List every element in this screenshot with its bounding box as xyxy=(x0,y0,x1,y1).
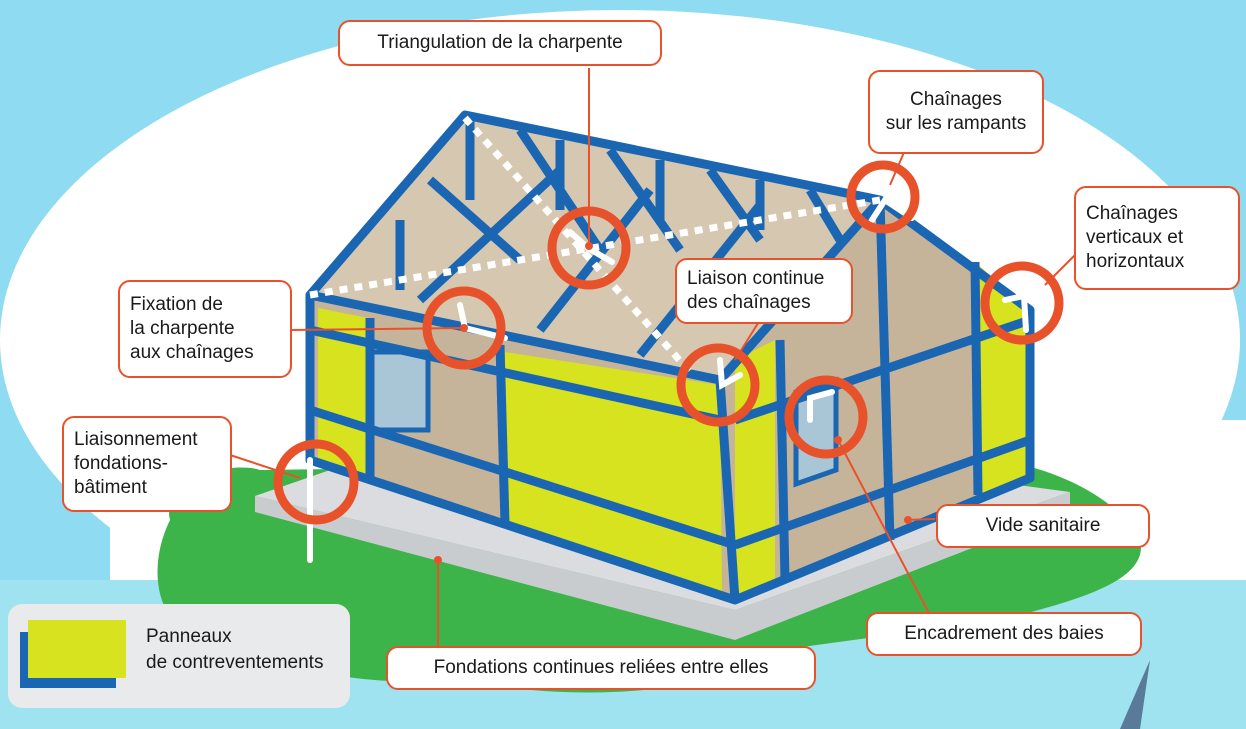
callout-rampants-text: Chaînages sur les rampants xyxy=(885,89,1027,134)
callout-encadrement: Encadrement des baies xyxy=(866,612,1142,656)
window xyxy=(369,349,431,433)
blue-frame xyxy=(305,110,1035,605)
callout-triangulation: Triangulation de la charpente xyxy=(338,20,662,66)
callout-triangulation-text: Triangulation de la charpente xyxy=(377,32,623,53)
leader-lines xyxy=(229,68,1076,655)
callout-liaisonnement-text: Liaisonnement fondations- bâtiment xyxy=(74,429,198,498)
callout-rampants: Chaînages sur les rampants xyxy=(868,70,1044,154)
foundation-slab xyxy=(255,492,1070,640)
leader-dots xyxy=(434,242,912,564)
legend: Panneaux de contreventements xyxy=(8,604,350,708)
callout-fixation: Fixation de la charpente aux chaînages xyxy=(118,280,292,378)
legend-label: Panneaux de contreventements xyxy=(146,626,324,673)
dotted-lines xyxy=(309,115,881,375)
callout-liaison-continue: Liaison continue des chaînages xyxy=(675,258,853,324)
legend-swatch xyxy=(28,620,126,678)
callout-vide-sanitaire: Vide sanitaire xyxy=(936,504,1150,548)
corner-shape xyxy=(1120,660,1150,729)
callout-verticaux: Chaînages verticaux et horizontaux xyxy=(1074,186,1240,290)
callout-vide-sanitaire-text: Vide sanitaire xyxy=(985,515,1101,536)
panel xyxy=(318,308,368,476)
callout-encadrement-text: Encadrement des baies xyxy=(904,623,1104,644)
callout-liaisonnement: Liaisonnement fondations- bâtiment xyxy=(62,416,232,512)
callout-fondations: Fondations continues reliées entre elles xyxy=(386,646,816,690)
callout-fondations-text: Fondations continues reliées entre elles xyxy=(433,657,769,678)
callout-verticaux-text: Chaînages verticaux et horizontaux xyxy=(1086,203,1185,272)
callout-fixation-text: Fixation de la charpente aux chaînages xyxy=(130,294,254,363)
callout-liaison-continue-text: Liaison continue des chaînages xyxy=(687,268,825,313)
